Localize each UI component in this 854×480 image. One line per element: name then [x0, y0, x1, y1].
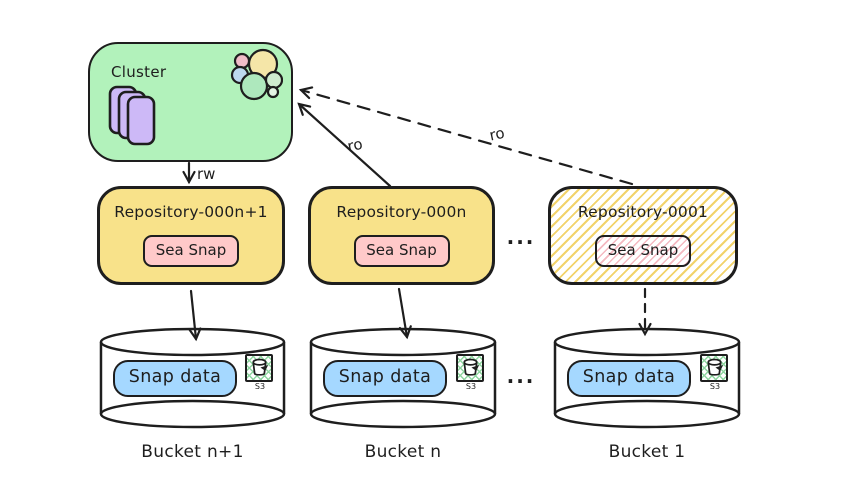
cluster-label: Cluster — [111, 63, 167, 81]
snap-data-badge: Snap data — [323, 360, 447, 397]
repository-node-n: Repository-000n Sea Snap — [308, 186, 495, 285]
snap-data-badge: Snap data — [113, 360, 237, 397]
s3-service-icon: S3 — [245, 354, 275, 391]
bucket-caption: Bucket n — [364, 442, 442, 462]
repository-label: Repository-000n — [336, 203, 467, 221]
ro-dashed-arrow-label: ro — [488, 124, 506, 145]
s3-service-icon: S3 — [700, 354, 730, 391]
s3-label: S3 — [465, 382, 477, 391]
s3-bucket-icon — [456, 354, 484, 382]
cluster-nodes-icon — [106, 84, 164, 152]
sea-snap-badge: Sea Snap — [143, 235, 239, 267]
s3-bucket-icon — [700, 354, 728, 382]
s3-label: S3 — [709, 382, 721, 391]
s3-service-icon: S3 — [456, 354, 486, 391]
repository-label: Repository-0001 — [577, 203, 709, 221]
bucket-ellipsis: ... — [506, 364, 536, 388]
repo-ellipsis: ... — [506, 225, 536, 249]
repository-node-1: Repository-0001 Sea Snap — [548, 186, 738, 285]
snap-data-badge: Snap data — [567, 360, 691, 397]
cluster-node: Cluster — [88, 42, 293, 162]
arrow-ro-solid — [297, 102, 392, 188]
ro-solid-arrow-label: ro — [346, 135, 364, 156]
elastic-cluster-logo-icon — [229, 48, 284, 106]
repository-node-n-plus-1: Repository-000n+1 Sea Snap — [97, 186, 285, 285]
bucket-caption: Bucket n+1 — [141, 442, 244, 462]
sea-snap-badge: Sea Snap — [353, 235, 450, 267]
bucket-node-1: Snap data S3 — [551, 327, 743, 429]
bucket-node-n-plus-1: Snap data S3 — [97, 327, 288, 429]
sea-snap-badge: Sea Snap — [595, 235, 691, 267]
arrow-ro-dashed — [298, 86, 634, 186]
rw-arrow-label: rw — [197, 165, 215, 183]
s3-bucket-icon — [245, 354, 273, 382]
s3-label: S3 — [254, 382, 266, 391]
repository-label: Repository-000n+1 — [114, 203, 268, 221]
bucket-node-n: Snap data S3 — [307, 327, 499, 429]
bucket-caption: Bucket 1 — [608, 442, 686, 462]
